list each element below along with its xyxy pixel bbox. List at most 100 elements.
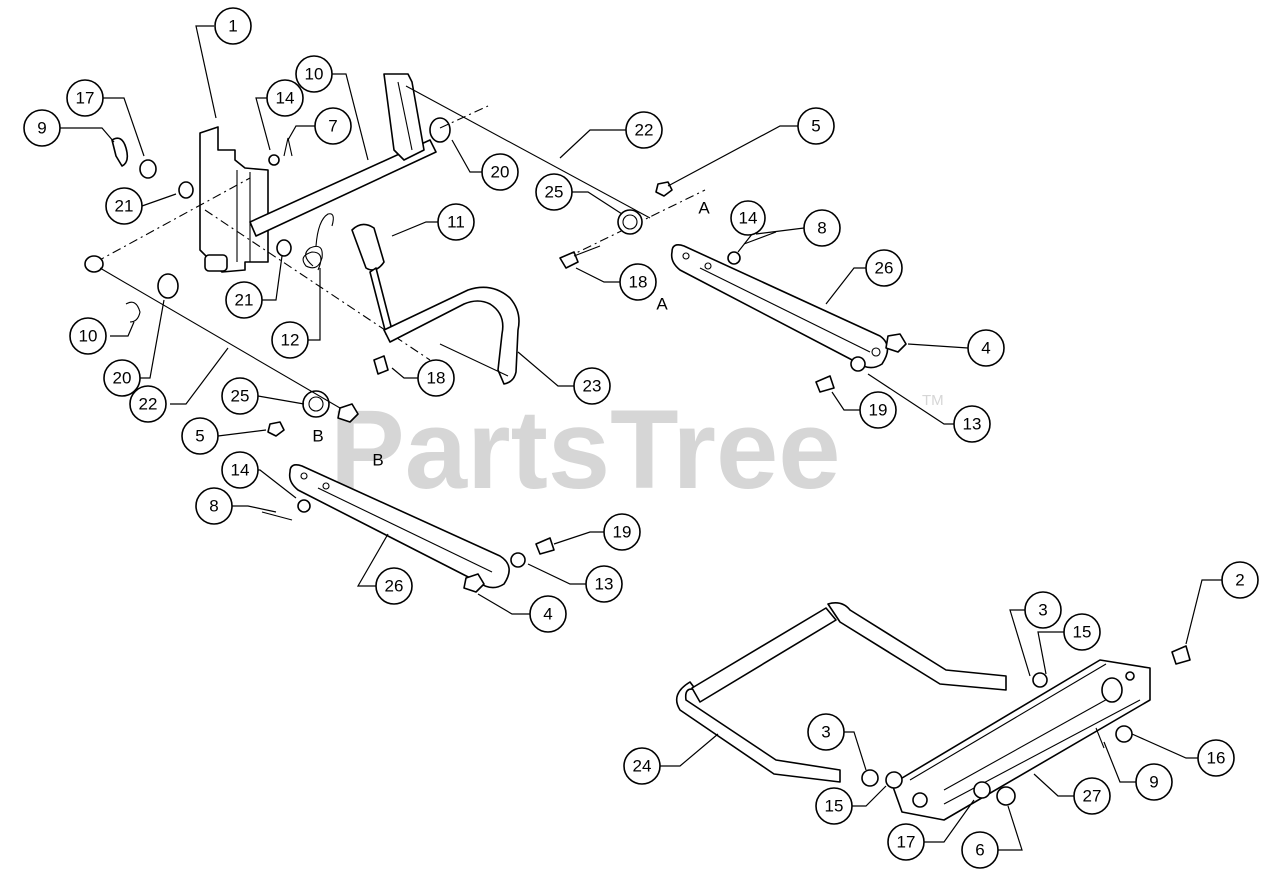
svg-text:10: 10 [305,65,324,84]
svg-text:21: 21 [235,291,254,310]
svg-text:15: 15 [1073,623,1092,642]
svg-text:26: 26 [385,577,404,596]
callout-13: 13 [953,405,991,443]
callout-3: 3 [1024,591,1062,629]
callout-8: 8 [195,487,233,525]
callout-19: 19 [603,513,641,551]
callout-8: 8 [803,209,841,247]
svg-text:25: 25 [231,387,250,406]
svg-text:20: 20 [491,163,510,182]
callouts: 1 10 17 14 7 9 21 20 22 5 25 14 8 11 21 … [23,7,1259,869]
callout-14: 14 [221,451,259,489]
svg-text:18: 18 [427,369,446,388]
watermark-brand: PartsTree [330,387,841,512]
svg-text:5: 5 [195,427,204,446]
callout-17: 17 [887,823,925,861]
ref-letter-a-upper: A [698,199,710,218]
callout-3: 3 [807,713,845,751]
lift-arm-26-lower [261,464,555,593]
svg-text:3: 3 [821,723,830,742]
callout-10: 10 [69,317,107,355]
svg-text:8: 8 [209,497,218,516]
svg-text:4: 4 [981,339,990,358]
lower-assembly [675,602,1191,821]
svg-text:14: 14 [276,89,295,108]
svg-text:17: 17 [897,833,916,852]
callout-20: 20 [103,359,141,397]
callout-20: 20 [481,153,519,191]
callout-6: 6 [961,831,999,869]
svg-text:14: 14 [231,461,250,480]
callout-19: 19 [859,391,897,429]
callout-23: 23 [573,367,611,405]
ref-letter-b-upper: B [312,427,323,446]
svg-text:15: 15 [825,797,844,816]
callout-13: 13 [585,565,623,603]
callout-14: 14 [730,200,766,236]
callout-17: 17 [66,79,104,117]
svg-text:25: 25 [545,183,564,202]
callout-18: 18 [619,263,657,301]
svg-text:20: 20 [113,369,132,388]
callout-24: 24 [623,747,661,785]
svg-text:9: 9 [1149,773,1158,792]
callout-25: 25 [221,377,259,415]
callout-25: 25 [535,173,573,211]
callout-16: 16 [1197,739,1235,777]
svg-text:26: 26 [875,259,894,278]
leader-lines [60,25,1222,851]
svg-text:10: 10 [79,327,98,346]
callout-26: 26 [865,249,903,287]
svg-text:4: 4 [543,605,552,624]
callout-5: 5 [181,417,219,455]
callout-4: 4 [967,329,1005,367]
callout-12: 12 [271,321,309,359]
svg-text:19: 19 [869,401,888,420]
callout-7: 7 [314,107,352,145]
watermark-trademark: TM [922,392,944,409]
svg-text:17: 17 [76,89,95,108]
svg-text:3: 3 [1038,601,1047,620]
svg-text:13: 13 [963,415,982,434]
reference-letters: A A B B [312,199,710,470]
lift-arm-26-upper [670,231,907,393]
svg-text:5: 5 [811,117,820,136]
svg-text:8: 8 [817,219,826,238]
ref-letter-b-lower: B [372,451,383,470]
svg-text:9: 9 [37,119,46,138]
svg-text:13: 13 [595,575,614,594]
upper-assembly [84,73,706,437]
callout-21: 21 [225,281,263,319]
callout-10: 10 [295,55,333,93]
callout-22: 22 [129,385,167,423]
shift-knob-shape [351,223,385,271]
svg-text:24: 24 [633,757,652,776]
svg-text:2: 2 [1235,571,1244,590]
svg-text:19: 19 [613,523,632,542]
svg-text:1: 1 [228,17,237,36]
callout-1: 1 [214,7,252,45]
cross-shaft-shape [249,139,437,237]
svg-text:18: 18 [629,273,648,292]
callout-27: 27 [1073,777,1111,815]
callout-22: 22 [625,111,663,149]
svg-text:22: 22 [139,395,158,414]
callout-15: 15 [815,787,853,825]
callout-18: 18 [417,359,455,397]
svg-text:12: 12 [281,331,300,350]
svg-text:7: 7 [328,117,337,136]
svg-text:23: 23 [583,377,602,396]
svg-text:14: 14 [739,209,758,228]
svg-text:6: 6 [975,841,984,860]
callout-15: 15 [1063,613,1101,651]
svg-text:22: 22 [635,121,654,140]
callout-11: 11 [437,203,475,241]
svg-text:21: 21 [115,197,134,216]
callout-2: 2 [1221,561,1259,599]
callout-4: 4 [529,595,567,633]
watermark: PartsTree TM [330,387,944,512]
callout-21: 21 [105,187,143,225]
svg-text:16: 16 [1207,749,1226,768]
callout-26: 26 [375,567,413,605]
